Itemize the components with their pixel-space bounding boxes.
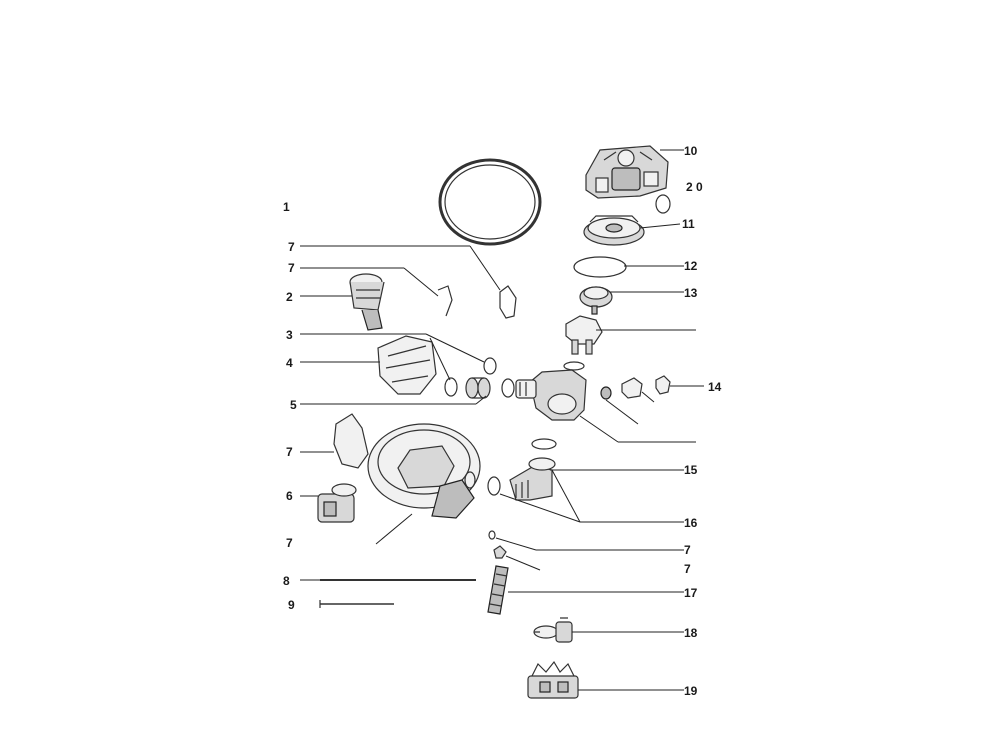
part-14-cap — [655, 375, 671, 395]
small-o-ring-part — [488, 530, 496, 540]
label-8: 8 — [283, 574, 290, 588]
label-1: 1 — [283, 200, 290, 214]
label-16: 16 — [684, 516, 698, 530]
diverter-body-part — [563, 315, 603, 371]
label-13: 13 — [684, 286, 698, 300]
label-4: 4 — [286, 356, 293, 370]
label-9: 9 — [288, 598, 295, 612]
label-5: 5 — [290, 398, 297, 412]
part-19-chopper-base — [527, 660, 579, 699]
label-18: 18 — [684, 626, 698, 640]
label-19: 19 — [684, 684, 698, 698]
label-7-d: 7 — [286, 536, 293, 550]
pump-housing — [515, 369, 587, 421]
part-17-corrugated-hose — [487, 565, 509, 615]
part-3-ring — [483, 357, 497, 375]
clip-part-center — [499, 285, 517, 319]
part-6-drain-pump — [317, 483, 357, 523]
label-3: 3 — [286, 328, 293, 342]
part-20-o-ring — [655, 194, 671, 214]
leader-lines — [300, 149, 704, 691]
part-12-seal-ring — [573, 256, 627, 278]
label-7-a: 7 — [288, 240, 295, 254]
part-16-elbow-hose — [487, 457, 556, 501]
small-seal-part — [600, 386, 612, 400]
label-7-f: 7 — [684, 562, 691, 576]
label-7-e: 7 — [684, 543, 691, 557]
clip-part-upper — [437, 285, 453, 317]
part-5-connector-rings — [444, 377, 515, 399]
label-15: 15 — [684, 463, 698, 477]
part-4-mesh-filter — [377, 335, 437, 395]
part-11-motor-flange — [583, 215, 645, 246]
label-6: 6 — [286, 489, 293, 503]
small-nut-part — [493, 545, 507, 559]
label-20: 2 0 — [686, 180, 703, 194]
sump-assembly — [367, 423, 481, 519]
label-17: 17 — [684, 586, 698, 600]
part-13-impeller — [579, 286, 613, 315]
part-1-gasket-ring — [438, 158, 542, 246]
label-2: 2 — [286, 290, 293, 304]
label-7-b: 7 — [288, 261, 295, 275]
part-15-gasket — [531, 438, 557, 450]
label-10: 10 — [684, 144, 698, 158]
bracket-part-left — [333, 413, 369, 469]
check-valve-part — [621, 377, 643, 399]
label-11: 11 — [682, 217, 695, 231]
part-18-spray-arm-hub — [533, 617, 573, 643]
part-10-wash-motor — [585, 145, 669, 199]
label-12: 12 — [684, 259, 698, 273]
part-2-filter — [349, 273, 385, 331]
label-7-c: 7 — [286, 445, 293, 459]
label-14: 14 — [708, 380, 722, 394]
part-9-short-rod — [319, 600, 394, 608]
